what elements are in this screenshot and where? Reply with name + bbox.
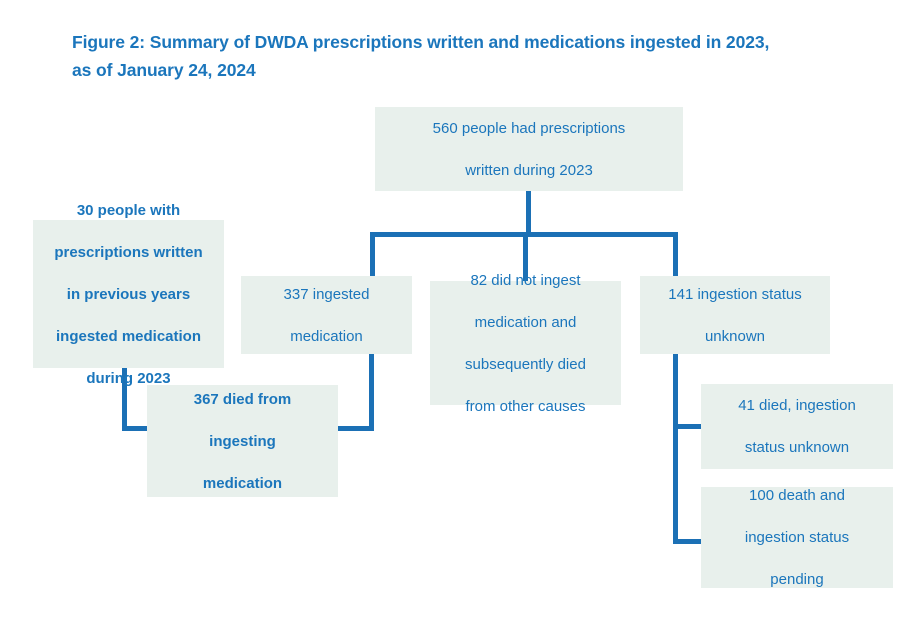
node-previous-years-line-1: 30 people with — [76, 201, 181, 219]
connector-unknown-trunk — [673, 353, 678, 544]
node-ingested-medication[interactable]: 337 ingested medication — [241, 276, 412, 354]
node-death-pending[interactable]: 100 death and ingestion status pending — [701, 487, 893, 588]
connector-left-vertical — [122, 367, 127, 431]
node-died-status-unknown[interactable]: 41 died, ingestion status unknown — [701, 384, 893, 469]
node-prescriptions-2023-line-2: written during 2023 — [465, 161, 593, 179]
figure-title-line-2: as of January 24, 2024 — [72, 60, 256, 80]
node-other-causes[interactable]: 82 did not ingest medication and subsequ… — [430, 272, 621, 415]
connector-top-stem — [526, 190, 531, 236]
node-other-causes-line-4: from other causes — [465, 397, 586, 415]
connector-ingested-horizontal — [334, 426, 374, 431]
node-previous-years[interactable]: 30 people with prescriptions written in … — [33, 202, 224, 387]
node-ingestion-status-unknown-line-2: unknown — [704, 327, 766, 345]
connector-branch-pending — [673, 539, 706, 544]
node-died-status-unknown-line-1: 41 died, ingestion — [738, 397, 856, 414]
node-death-pending-line-1: 100 death and — [749, 487, 845, 504]
connector-drop-unknown — [673, 232, 678, 278]
connector-left-horizontal — [122, 426, 152, 431]
node-previous-years-line-4: ingested medication — [55, 327, 202, 345]
node-died-ingesting-line-2: ingesting — [209, 432, 276, 450]
node-ingested-medication-line-2: medication — [290, 327, 363, 345]
node-previous-years-line-3: in previous years — [66, 285, 191, 303]
connector-drop-other-causes — [523, 232, 528, 283]
node-death-pending-line-2: ingestion status — [744, 529, 850, 546]
node-died-ingesting-line-1: 367 died from — [193, 390, 292, 408]
connector-ingested-vertical — [369, 353, 374, 431]
node-previous-years-line-2: prescriptions written — [54, 243, 203, 261]
node-ingested-medication-line-1: 337 ingested — [283, 285, 370, 303]
node-died-ingesting[interactable]: 367 died from ingesting medication — [147, 385, 338, 497]
figure-title-line-1: Figure 2: Summary of DWDA prescriptions … — [72, 32, 770, 52]
connector-branch-died-unknown — [673, 424, 706, 429]
node-prescriptions-2023-line-1: 560 people had prescriptions — [432, 119, 626, 137]
node-previous-years-line-5: during 2023 — [86, 369, 171, 387]
page-title: Figure 2: Summary of DWDA prescriptions … — [72, 28, 862, 84]
node-died-ingesting-line-3: medication — [202, 474, 283, 492]
node-other-causes-line-2: medication and — [474, 313, 577, 331]
node-ingestion-status-unknown-line-1: 141 ingestion status — [668, 285, 802, 303]
node-other-causes-line-1: 82 did not ingest — [470, 271, 581, 289]
node-prescriptions-2023[interactable]: 560 people had prescriptions written dur… — [375, 107, 683, 191]
node-death-pending-line-3: pending — [770, 571, 824, 588]
node-ingestion-status-unknown[interactable]: 141 ingestion status unknown — [640, 276, 830, 354]
connector-drop-ingested — [370, 232, 375, 278]
node-other-causes-line-3: subsequently died — [465, 355, 586, 373]
node-died-status-unknown-line-2: status unknown — [744, 439, 850, 456]
